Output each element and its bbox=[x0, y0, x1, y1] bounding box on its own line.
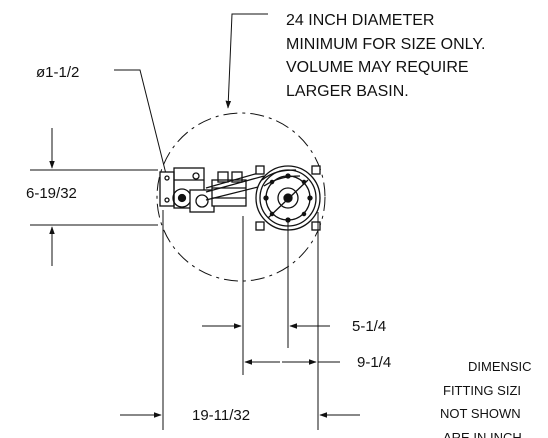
callout-line-1: 24 INCH DIAMETER bbox=[286, 12, 434, 29]
basin-circle bbox=[156, 112, 326, 282]
height-dimension bbox=[30, 128, 158, 266]
basin-leader bbox=[225, 13, 268, 109]
overall-width-label: 19-11/32 bbox=[192, 407, 250, 424]
offset-medium-label: 9-1/4 bbox=[357, 354, 391, 371]
callout-line-4: LARGER BASIN. bbox=[286, 83, 409, 100]
note-line-2: FITTING SIZI bbox=[443, 383, 521, 398]
note-line-4: ARE IN INCH bbox=[443, 430, 522, 438]
callout-line-2: MINIMUM FOR SIZE ONLY. bbox=[286, 36, 485, 53]
note-line-1: DIMENSIC bbox=[468, 359, 532, 374]
pump-discharge-assembly bbox=[159, 167, 265, 213]
extension-lines bbox=[162, 210, 319, 430]
pipe-diameter-leader bbox=[114, 69, 169, 183]
note-line-3: NOT SHOWN bbox=[440, 406, 521, 421]
callout-line-3: VOLUME MAY REQUIRE bbox=[286, 59, 469, 76]
pump-motor bbox=[255, 165, 321, 231]
offset-small-label: 5-1/4 bbox=[352, 318, 386, 335]
height-label: 6-19/32 bbox=[26, 185, 77, 202]
pipe-diameter-label: ø1-1/2 bbox=[36, 64, 79, 81]
